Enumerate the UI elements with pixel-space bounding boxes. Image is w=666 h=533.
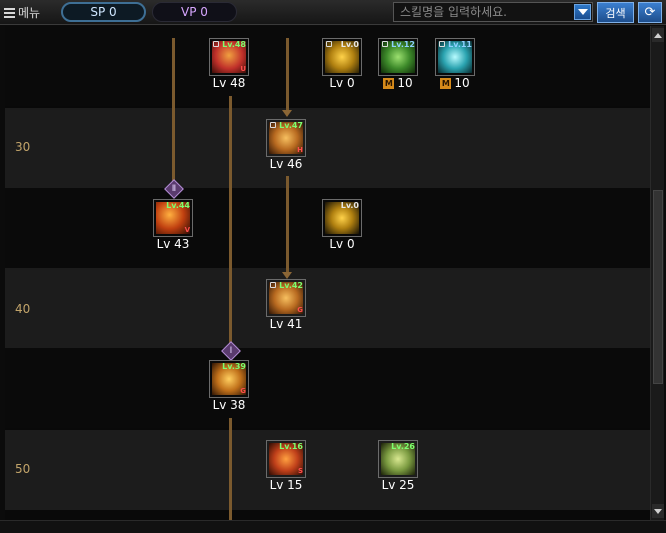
skill-level: Lv 46 <box>269 157 303 171</box>
skill-icon: Lv.47 H <box>266 119 306 157</box>
skill-level: Lv 48 <box>212 76 246 90</box>
vertical-scrollbar[interactable] <box>650 26 664 520</box>
master-tag-icon: M <box>440 78 452 89</box>
skill-icon: Lv.39 G <box>209 360 249 398</box>
skill-level: Lv 43 <box>156 237 190 251</box>
skill-icon: Lv.16 S <box>266 440 306 478</box>
level-label: 50 <box>15 462 31 476</box>
search-box <box>393 2 593 22</box>
skill-icon: Lv.12 <box>378 38 418 76</box>
scroll-up-icon[interactable] <box>652 28 664 42</box>
sp-counter: SP 0 <box>61 2 146 22</box>
prereq-line <box>229 418 232 520</box>
level-row: 50 <box>5 430 650 510</box>
refresh-icon: ⟳ <box>644 5 656 20</box>
search-button[interactable]: 검색 <box>597 2 634 23</box>
arrow-down-icon <box>282 272 292 279</box>
skill-slot[interactable]: Lv.47 H Lv 46 <box>266 119 306 175</box>
skill-icon: Lv.0 <box>322 199 362 237</box>
scroll-thumb[interactable] <box>653 190 663 384</box>
skill-icon: Lv.48 U <box>209 38 249 76</box>
skill-level: Lv 25 <box>381 478 415 492</box>
prereq-marker-label: Ⅰ <box>229 346 233 356</box>
prereq-line <box>286 38 289 112</box>
skill-icon: Lv.26 <box>378 440 418 478</box>
prereq-line <box>229 96 232 350</box>
skill-slot[interactable]: Lv.39 G Lv 38 <box>209 360 249 416</box>
skill-level: Lv 0 <box>329 76 355 90</box>
skill-level: Lv 41 <box>269 317 303 331</box>
skill-icon: Lv.42 G <box>266 279 306 317</box>
hamburger-icon <box>4 7 15 18</box>
skill-slot[interactable]: Lv.0 Lv 0 <box>322 38 362 94</box>
menu-button[interactable]: 메뉴 <box>4 3 40 22</box>
skill-slot[interactable]: Lv.44 V Lv 43 <box>153 199 193 255</box>
lock-icon <box>382 41 388 47</box>
arrow-down-icon <box>282 110 292 117</box>
skill-slot[interactable]: Lv.42 G Lv 41 <box>266 279 306 335</box>
level-label: 30 <box>15 140 31 154</box>
skill-slot[interactable]: Lv.0 Lv 0 <box>322 199 362 255</box>
prereq-line <box>286 176 289 274</box>
skill-icon: Lv.44 V <box>153 199 193 237</box>
top-bar: 메뉴 SP 0 VP 0 검색 ⟳ <box>0 0 666 25</box>
search-dropdown-button[interactable] <box>574 4 591 20</box>
search-input[interactable] <box>400 5 570 19</box>
lock-icon <box>213 41 219 47</box>
level-row: 30 <box>5 108 650 188</box>
skill-level: Lv 15 <box>269 478 303 492</box>
skill-icon: Lv.11 <box>435 38 475 76</box>
scroll-down-icon[interactable] <box>652 504 664 518</box>
master-tag-icon: M <box>383 78 395 89</box>
lock-icon <box>439 41 445 47</box>
level-row: 40 <box>5 268 650 348</box>
lock-icon <box>270 282 276 288</box>
menu-label: 메뉴 <box>18 6 41 20</box>
lock-icon <box>270 122 276 128</box>
level-row <box>5 348 650 428</box>
skill-slot[interactable]: Lv.16 S Lv 15 <box>266 440 306 496</box>
lock-icon <box>326 41 332 47</box>
skill-icon: Lv.0 <box>322 38 362 76</box>
skill-slot[interactable]: Lv.26 Lv 25 <box>378 440 418 496</box>
refresh-button[interactable]: ⟳ <box>638 2 662 23</box>
bottom-border <box>0 520 666 533</box>
level-label: 40 <box>15 302 31 316</box>
prereq-line <box>172 38 175 188</box>
skill-tree[interactable]: 30 40 50 Ⅱ Ⅰ Lv.48 U Lv 48 Lv.0 Lv 0 <box>5 26 650 520</box>
skill-level: Lv 38 <box>212 398 246 412</box>
prereq-marker-label: Ⅱ <box>171 184 177 194</box>
vp-counter: VP 0 <box>152 2 237 22</box>
skill-slot[interactable]: Lv.48 U Lv 48 <box>209 38 249 94</box>
skill-level: Lv 0 <box>329 237 355 251</box>
